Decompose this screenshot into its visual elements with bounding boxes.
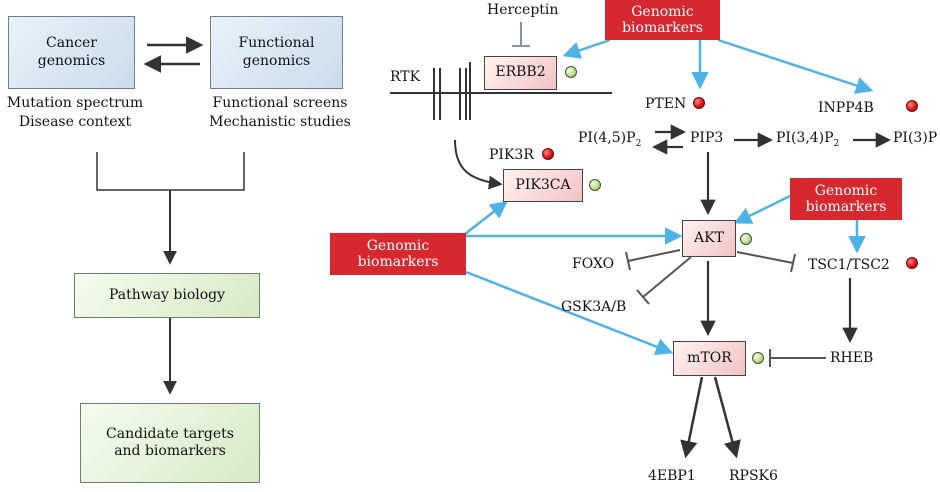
inpp4b-label: INPP4B — [818, 100, 874, 116]
pi34p2-label: PI(3,4)P2 — [776, 131, 839, 149]
4ebp1-label: 4EBP1 — [648, 468, 696, 484]
pik3ca-label: PIK3CA — [515, 176, 571, 193]
functional-genomics-label: Functional genomics — [238, 35, 315, 69]
pi45p2-subscript: 2 — [635, 138, 642, 149]
rheb-label: RHEB — [830, 350, 874, 366]
genomic-biomarkers-right-label: Genomic biomarkers — [805, 182, 887, 215]
pik3r-mutation-dot — [542, 148, 554, 160]
akt-activation-dot — [740, 233, 752, 245]
left-merge-bracket — [96, 152, 245, 265]
mtor-label: mTOR — [687, 349, 732, 366]
rpsk6-label: RPSK6 — [729, 468, 778, 484]
erbb2-activation-dot — [565, 66, 577, 78]
herceptin-inhibition — [512, 22, 530, 47]
tsc-mutation-dot — [906, 257, 918, 269]
tsc-label: TSC1/TSC2 — [808, 257, 890, 273]
pi45p2-text: PI(4,5)P — [578, 130, 636, 146]
pi34p2-subscript: 2 — [833, 138, 840, 149]
genomic-biomarkers-left: Genomic biomarkers — [330, 233, 466, 275]
pi34p2-text: PI(3,4)P — [776, 130, 834, 146]
pi-conversion-arrows — [651, 124, 892, 155]
akt-inhibitions — [625, 249, 796, 305]
inpp4b-mutation-dot — [906, 100, 918, 112]
pik3r-label: PIK3R — [489, 147, 534, 163]
pi45p2-label: PI(4,5)P2 — [578, 131, 641, 149]
cancer-genomics-subtext: Mutation spectrum Disease context — [6, 95, 144, 130]
rtk-membrane — [390, 62, 612, 120]
rtk-label: RTK — [390, 69, 421, 85]
cancer-genomics-label: Cancer genomics — [37, 35, 106, 69]
right-biomarker-arrows — [733, 194, 866, 254]
gsk3-label: GSK3A/B — [561, 299, 627, 315]
akt-box: AKT — [682, 220, 736, 257]
cancer-genomics-box: Cancer genomics — [8, 16, 135, 89]
pathway-biology-label: Pathway biology — [108, 286, 226, 303]
erbb2-label: ERBB2 — [495, 64, 546, 81]
rheb-mtor-inhibition — [769, 349, 826, 367]
pten-label: PTEN — [645, 96, 687, 112]
pik3ca-box: PIK3CA — [503, 169, 583, 202]
pik3ca-activation-dot — [589, 179, 601, 191]
genomic-biomarkers-left-label: Genomic biomarkers — [357, 237, 439, 270]
left-biomarker-arrows — [464, 200, 683, 356]
rtk-to-pik3ca-arrow — [454, 139, 503, 190]
herceptin-label: Herceptin — [487, 2, 559, 18]
akt-label: AKT — [694, 229, 724, 246]
genomic-biomarkers-top-label: Genomic biomarkers — [622, 3, 703, 36]
pathway-biology-box: Pathway biology — [74, 273, 260, 318]
genomic-biomarkers-top: Genomic biomarkers — [605, 0, 720, 40]
mtor-box: mTOR — [673, 341, 746, 376]
candidate-targets-label: Candidate targets and biomarkers — [106, 425, 234, 460]
erbb2-box: ERBB2 — [484, 56, 557, 90]
mtor-output-arrows — [680, 376, 741, 459]
top-biomarker-arrows — [562, 38, 874, 94]
left-exchange-arrows — [143, 36, 204, 73]
candidate-targets-box: Candidate targets and biomarkers — [80, 403, 260, 483]
functional-genomics-subtext: Functional screens Mechanistic studies — [209, 95, 351, 130]
functional-genomics-box: Functional genomics — [210, 16, 343, 89]
mtor-activation-dot — [752, 352, 764, 364]
pip3-label: PIP3 — [690, 130, 724, 146]
pi3p-label: PI(3)P — [893, 130, 938, 146]
genomic-biomarkers-right: Genomic biomarkers — [790, 178, 902, 220]
pten-mutation-dot — [693, 97, 705, 109]
foxo-label: FOXO — [572, 256, 615, 272]
